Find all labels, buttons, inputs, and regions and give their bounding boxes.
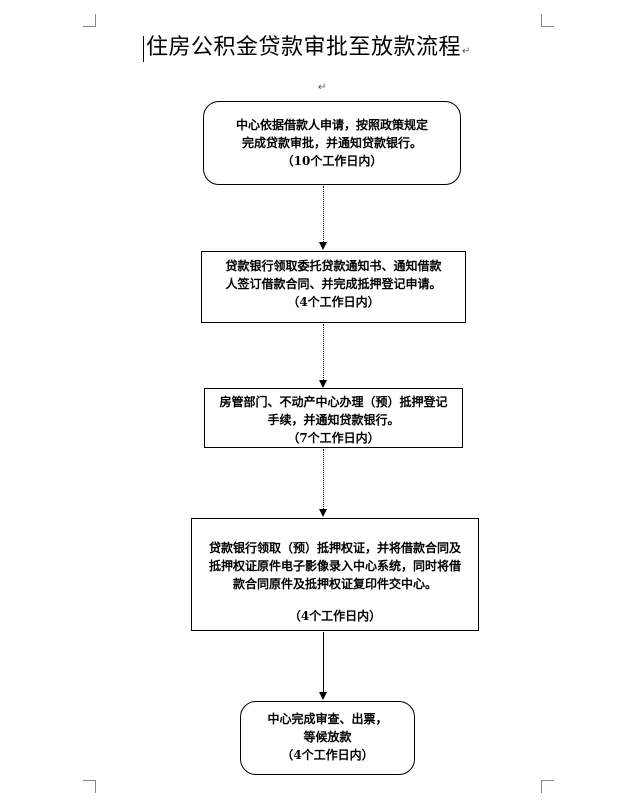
step-4-line-4: （4个工作日内） [288,609,382,623]
connector-4-5 [323,632,324,692]
step-1-line-1: 中心依据借款人申请，按照政策规定 [235,118,428,132]
arrow-down-icon [319,380,327,388]
step-1-line-3: （10个工作日内） [281,154,383,168]
step-5-line-1: 中心完成审查、出票， [267,712,388,726]
flow-step-3: 房管部门、不动产中心办理（预）抵押登记 手续，并通知贷款银行。 （7个工作日内） [204,388,463,448]
connector-1-2 [323,186,324,242]
connector-3-4 [323,449,324,509]
page-corner-bottom-left [83,780,96,793]
step-3-line-2: 手续，并通知贷款银行。 [267,413,400,427]
step-3-line-3: （7个工作日内） [287,431,380,445]
flow-step-5: 中心完成审查、出票， 等候放款 （4个工作日内） [240,701,415,775]
step-4-line-1: 贷款银行领取（预）抵押权证，并将借款合同及 [208,541,461,555]
flow-step-2: 贷款银行领取委托贷款通知书、通知借款 人签订借款合同、并完成抵押登记申请。 （4… [201,251,466,323]
document-title: 住房公积金贷款审批至放款流程↵ [146,35,471,60]
step-5-line-3: （4个工作日内） [281,748,374,762]
step-4-line-3: 款合同原件及抵押权证复印件交中心。 [232,577,437,591]
arrow-down-icon [319,692,327,700]
page-corner-top-left [83,14,96,27]
paragraph-mark: ↵ [318,82,327,93]
paragraph-mark: ↵ [462,46,471,57]
flow-step-1: 中心依据借款人申请，按照政策规定 完成贷款审批，并通知贷款银行。 （10个工作日… [203,101,461,185]
text-cursor [143,36,144,62]
step-1-line-2: 完成贷款审批，并通知贷款银行。 [241,136,422,150]
connector-2-3 [323,324,324,380]
step-4-line-2: 抵押权证原件电子影像录入中心系统，同时将借 [208,559,461,573]
page-corner-top-right [541,14,554,27]
flow-step-4: 贷款银行领取（预）抵押权证，并将借款合同及 抵押权证原件电子影像录入中心系统，同… [191,518,479,631]
step-2-line-2: 人签订借款合同、并完成抵押登记申请。 [225,277,442,291]
arrow-down-icon [319,242,327,250]
step-5-line-2: 等候放款 [303,730,352,744]
page-corner-bottom-right [541,780,554,793]
step-2-line-3: （4个工作日内） [287,295,380,309]
arrow-down-icon [319,509,327,517]
step-2-line-1: 贷款银行领取委托贷款通知书、通知借款 [225,259,442,273]
step-3-line-1: 房管部门、不动产中心办理（预）抵押登记 [219,395,448,409]
